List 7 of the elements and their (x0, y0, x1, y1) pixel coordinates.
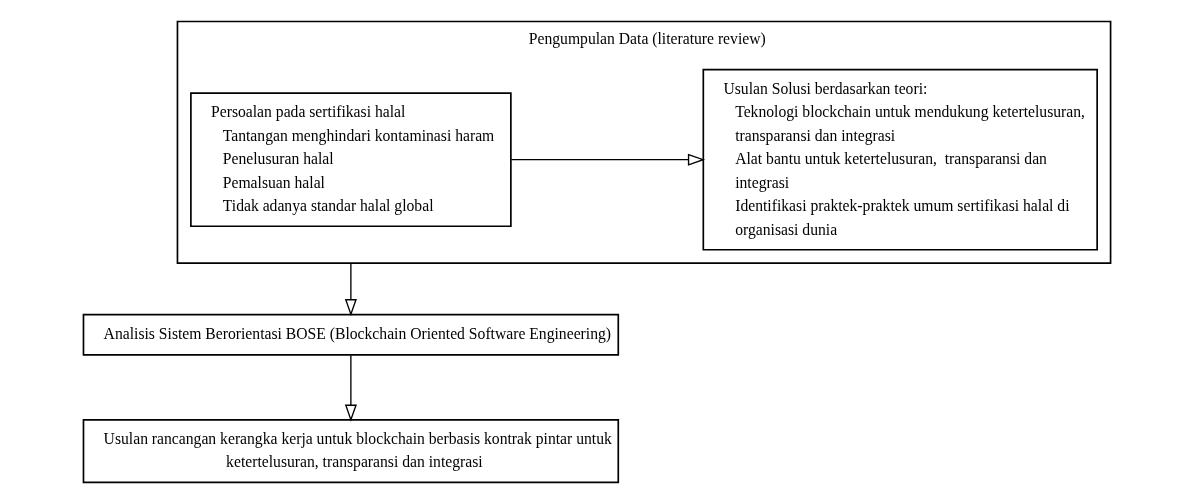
node-box: Usulan Solusi berdasarkan teori: Teknologi blockchain untuk mendukung ketertelusuran, transparansi dan integrasi Alat bantu untuk ketertelusuran, transparansi dan integrasi Identifikasi praktek-praktek umum sertifikasi halal di organisasi dunia (702, 68, 1098, 251)
node-box: Persoalan pada sertifikasi halal Tantangan menghindari kontaminasi haram Penelusuran halal Pemalsuan halal Tidak adanya standar halal global (190, 92, 512, 228)
arrow (344, 354, 357, 422)
node-box: Analisis Sistem Berorientasi BOSE (Blockchain Oriented Software Engineering) (82, 313, 620, 356)
node-box: Usulan rancangan kerangka kerja untuk blockchain berbasis kontrak pintar untuk ketertelusuran, transparansi dan integrasi (82, 418, 620, 484)
arrow (344, 262, 357, 317)
arrow (510, 153, 706, 166)
